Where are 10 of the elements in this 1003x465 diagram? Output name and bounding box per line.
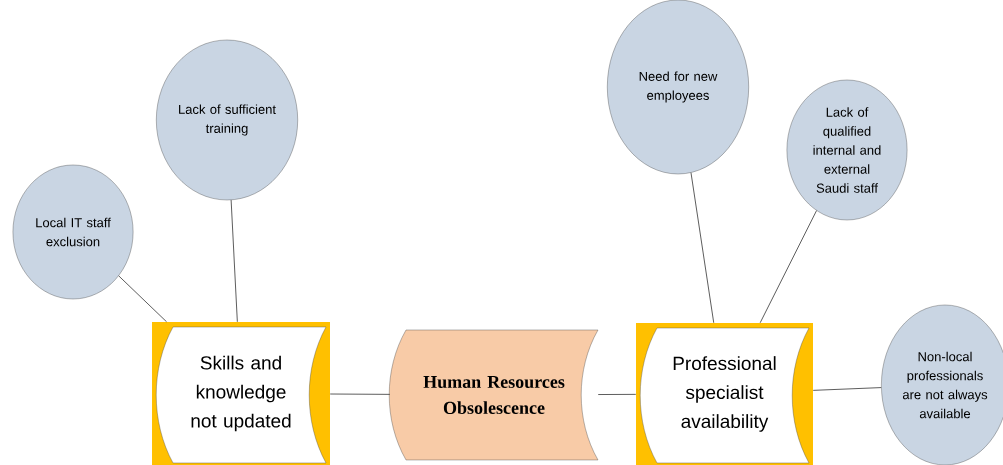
connector-line: [759, 210, 817, 324]
process-box: Human Resources Obsolescence: [389, 329, 599, 461]
process-box: Skills and knowledge not updated: [152, 322, 330, 465]
connector-line: [230, 199, 238, 323]
connector-line: [118, 275, 167, 323]
connector-line: [597, 393, 637, 395]
connector-line: [812, 387, 882, 391]
process-box: Professional specialist availability: [636, 323, 813, 465]
connector-line: [329, 393, 391, 395]
connector-line: [690, 172, 715, 324]
